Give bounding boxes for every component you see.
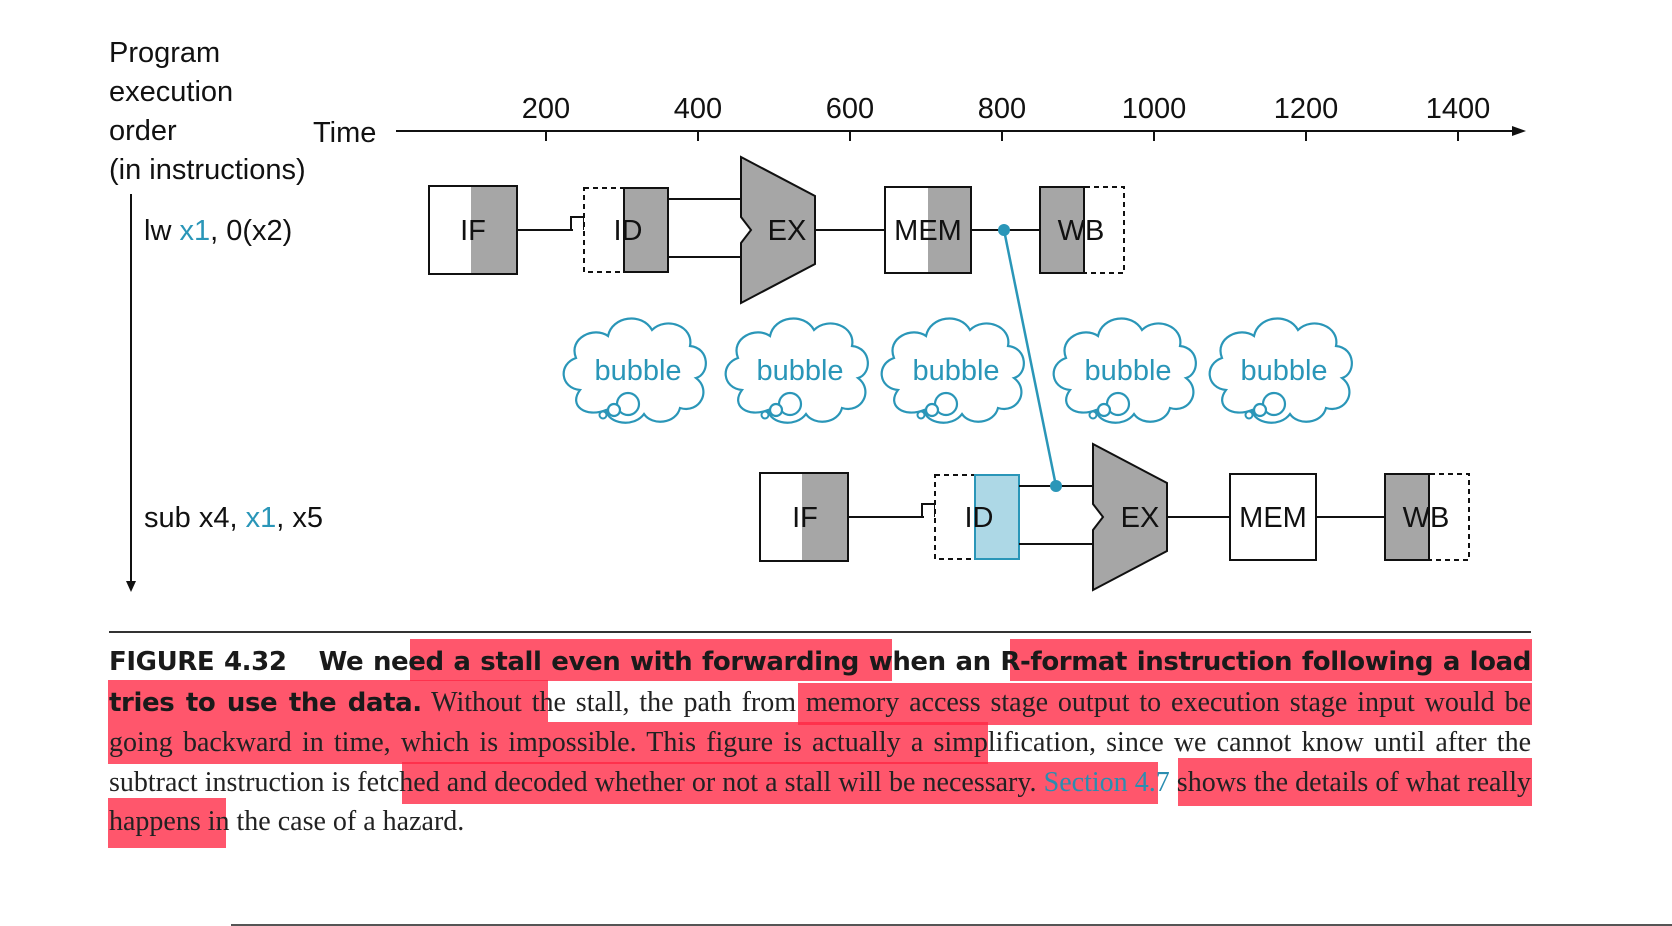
highlight-1 — [410, 639, 892, 681]
caption-rule — [109, 631, 1531, 633]
bubble-label-2: bubble — [756, 355, 843, 387]
forwarding-path — [998, 224, 1062, 492]
lw-wb-label: WB — [1058, 215, 1105, 247]
order-label-line-4: (in instructions) — [109, 154, 306, 186]
caption-tail-text: shows the details of what really happens… — [109, 766, 1531, 838]
page-bottom-rule — [231, 924, 1672, 926]
order-arrow-head — [126, 581, 136, 592]
time-axis-ticks: 200 400 600 800 1000 1200 1400 — [522, 93, 1490, 141]
bubble-label-4: bubble — [1084, 355, 1171, 387]
sub-mem-box — [1229, 473, 1317, 561]
bubble-label-3: bubble — [912, 355, 999, 387]
bubble-label-1: bubble — [594, 355, 681, 387]
sub-pipeline: IF ID EX MEM WB — [759, 442, 1470, 592]
tick-label-800: 800 — [978, 93, 1026, 125]
time-label: Time — [313, 117, 376, 149]
lw-ex-alu — [740, 155, 816, 305]
section-link[interactable]: Section 4.7 — [1043, 766, 1170, 798]
lw-pipeline: IF ID EX MEM WB — [428, 155, 1125, 305]
highlight-3 — [108, 680, 548, 722]
figure-caption: FIGURE 4.32 We need a stall even with fo… — [109, 642, 1531, 842]
tick-label-1200: 1200 — [1274, 93, 1339, 125]
sub-wb-shade — [1384, 473, 1430, 561]
order-label-line-1: Program — [109, 37, 220, 69]
sub-wb-label: WB — [1403, 502, 1450, 534]
figure-number: FIGURE 4.32 — [109, 647, 287, 677]
lw-id-label: ID — [614, 215, 643, 247]
order-label-line-2: execution — [109, 76, 233, 108]
execution-order-label: Program execution order (in instructions… — [109, 37, 306, 186]
tick-label-400: 400 — [674, 93, 722, 125]
sub-if-label: IF — [792, 502, 818, 534]
caption-body-text: Without the stall, the path from memory … — [109, 686, 1531, 798]
bubble-cloud-3: bubble — [880, 317, 1025, 424]
lw-id-shade — [623, 187, 669, 273]
tick-label-1000: 1000 — [1122, 93, 1187, 125]
highlight-5 — [108, 722, 988, 764]
bubbles: bubble bubble bubble bubble bubble — [562, 317, 1353, 424]
highlight-7 — [1178, 758, 1532, 806]
lw-ex-label: EX — [768, 215, 807, 247]
highlight-8 — [108, 798, 226, 848]
lw-mem-shade — [928, 188, 970, 272]
lw-if-label: IF — [460, 215, 486, 247]
tick-label-1400: 1400 — [1426, 93, 1491, 125]
sub-id-highlight — [974, 474, 1020, 560]
forwarding-source-dot — [998, 224, 1010, 236]
sub-id-latch-tab — [921, 503, 936, 517]
tick-label-600: 600 — [826, 93, 874, 125]
lw-id-latch-tab — [570, 216, 585, 230]
bubble-label-5: bubble — [1240, 355, 1327, 387]
lw-mem-label: MEM — [894, 215, 962, 247]
bubble-cloud-4: bubble — [1052, 317, 1197, 424]
sub-ex-label: EX — [1121, 502, 1160, 534]
instruction-lw: lw x1, 0(x2) — [144, 215, 292, 247]
forwarding-line — [1002, 229, 1058, 487]
highlight-2 — [1010, 639, 1532, 681]
forwarding-target-dot — [1050, 480, 1062, 492]
tick-label-200: 200 — [522, 93, 570, 125]
highlight-4 — [798, 683, 1532, 725]
caption-bold-sentence: We need a stall even with forwarding whe… — [109, 647, 1531, 718]
bubble-cloud-5: bubble — [1208, 317, 1353, 424]
order-label-line-3: order — [109, 115, 177, 147]
sub-if-shade — [802, 474, 847, 560]
highlight-6 — [402, 762, 1158, 804]
lw-wb-shade — [1039, 186, 1085, 274]
sub-ex-alu — [1092, 442, 1168, 592]
bubble-cloud-2: bubble — [724, 317, 869, 424]
time-axis-arrow-head — [1512, 126, 1526, 136]
lw-if-shade — [471, 187, 516, 273]
bubble-cloud-1: bubble — [562, 317, 707, 424]
instruction-sub: sub x4, x1, x5 — [144, 502, 323, 534]
sub-mem-label: MEM — [1239, 502, 1307, 534]
sub-id-label: ID — [965, 502, 994, 534]
